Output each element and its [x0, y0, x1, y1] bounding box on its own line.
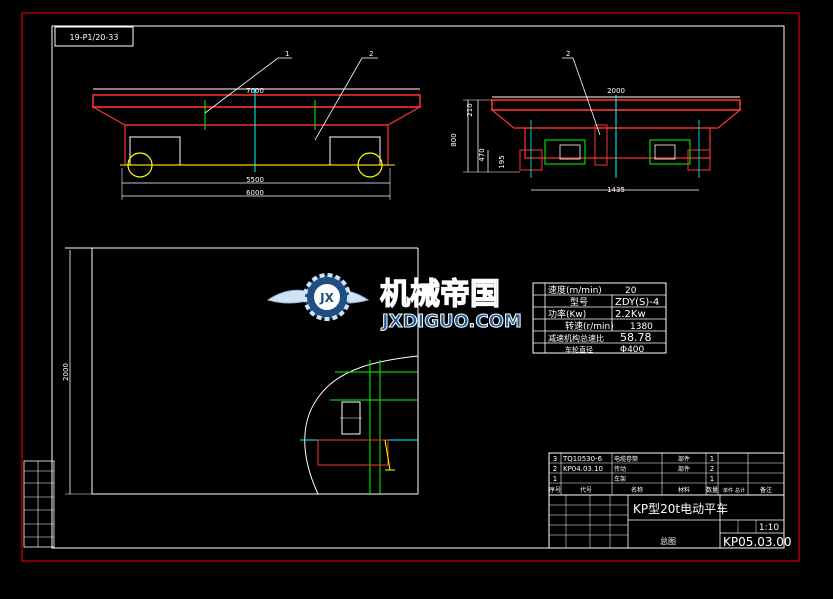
spec-speed-label: 速度(m/min): [548, 284, 602, 296]
spec-power-value: 2.2Kw: [615, 309, 646, 320]
plan-cutaway-curve: [304, 355, 419, 495]
leader-part2-side: [572, 57, 601, 136]
bom-row1-name: 电缆卷筒: [614, 455, 638, 463]
bom-row3-qty: 1: [710, 475, 714, 483]
front-top-deck: [92, 94, 421, 108]
title-block[interactable]: KP型20t电动平车 总图 1:10 KP05.03.00: [548, 494, 792, 549]
product-title: KP型20t电动平车: [633, 501, 728, 516]
side-body: [524, 127, 711, 159]
bom-header-code: 代号: [580, 486, 592, 494]
watermark-cn: 机械帝国: [380, 277, 500, 312]
front-view[interactable]: 1 2 7000 5500 6000: [90, 50, 423, 200]
outer-border: [21, 12, 800, 562]
title-tag-text: 19-P1/20-33: [70, 33, 119, 42]
bom-header-name: 名称: [631, 486, 643, 494]
dim-side-h-total: 800: [450, 133, 458, 146]
spec-ratio-label: 减速机构总速比: [548, 333, 604, 343]
spec-speed-value: 20: [625, 286, 637, 296]
part1-label: 1: [285, 50, 289, 58]
spec-wheel-value: Φ400: [620, 345, 645, 355]
dim-side-h-mid: 470: [478, 148, 486, 161]
dim-front-top-width: 7000: [246, 87, 264, 95]
spec-power-label: 功率(Kw): [548, 308, 586, 320]
inner-frame: [51, 25, 785, 549]
watermark-en: JXDIGUO.COM: [380, 311, 522, 332]
dim-plan-height: 2000: [62, 363, 70, 381]
plan-view[interactable]: 2000: [62, 247, 419, 495]
bom-row1-no: 3: [553, 455, 557, 463]
bom-row1-code: TQ10530-6: [562, 455, 603, 463]
bom-row2-qty: 2: [710, 465, 714, 473]
side-frame-taper: [490, 109, 742, 129]
leader-part2: [314, 57, 363, 141]
spec-rpm-value: 1380: [630, 322, 653, 332]
spec-model-label: 型号: [570, 297, 588, 308]
part2-label: 2: [369, 50, 373, 58]
specs-table[interactable]: 速度(m/min) 20 型号 ZDY(S)-4 功率(Kw) 2.2Kw 转速…: [532, 282, 667, 355]
dim-side-top-width: 2000: [607, 87, 625, 95]
bom-row2-code: KP04.03.10: [563, 465, 603, 473]
plan-drive-frame: [317, 439, 389, 466]
bom-header-material: 材料: [678, 486, 690, 494]
bom-header-unit: 单件: [723, 487, 733, 494]
part2-side-label: 2: [566, 50, 570, 58]
dim-front-inner-span: 5500: [246, 176, 264, 184]
side-cable-drum: [594, 124, 608, 166]
bom-header-no: 序号: [549, 486, 561, 494]
front-body: [124, 124, 389, 166]
spec-ratio-value: 58.78: [620, 331, 652, 344]
dim-side-h-top: 210: [466, 103, 474, 116]
spec-wheel-label: 车轮直径: [565, 345, 593, 354]
front-frame-taper: [90, 106, 423, 126]
bom-row2-type: 部件: [678, 465, 690, 473]
front-drive-box-right: [329, 136, 381, 166]
drawing-number: KP05.03.00: [723, 535, 792, 549]
side-motor-left: [544, 139, 586, 165]
bom-row2-no: 2: [553, 465, 557, 473]
dim-side-h-low: 195: [498, 155, 506, 168]
logo-badge-text: JX: [319, 291, 334, 305]
bom-header-remark: 备注: [760, 486, 772, 494]
side-motor-right: [649, 139, 691, 165]
bom-header-total: 总计: [735, 487, 745, 494]
scale-label: 1:10: [759, 523, 779, 533]
side-view[interactable]: 2 2000 1435 210 800 470 195: [450, 50, 742, 194]
revision-strip: [23, 460, 55, 548]
dim-side-gauge: 1435: [607, 186, 625, 194]
bom-header-qty: 数量: [706, 486, 718, 494]
spec-rpm-label: 转速(r/min): [565, 320, 614, 332]
bom-row1-type: 部件: [678, 455, 690, 463]
leader-part1: [204, 57, 279, 114]
front-drive-box-left: [129, 136, 181, 166]
assembly-label: 总图: [660, 536, 676, 546]
dim-front-total: 6000: [246, 189, 264, 197]
watermark-logo: JX 机械帝国 JXDIGUO.COM: [266, 273, 522, 333]
spec-model-value: ZDY(S)-4: [615, 297, 659, 308]
bom-table[interactable]: 3 TQ10530-6 电缆卷筒 部件 1 2 KP04.03.10 传动 部件…: [548, 452, 785, 496]
bom-row3-no: 1: [553, 475, 557, 483]
bom-row2-name: 传动: [614, 465, 626, 473]
bom-row3-name: 车架: [614, 475, 626, 483]
title-tag-box: [54, 26, 134, 47]
bom-row1-qty: 1: [710, 455, 714, 463]
